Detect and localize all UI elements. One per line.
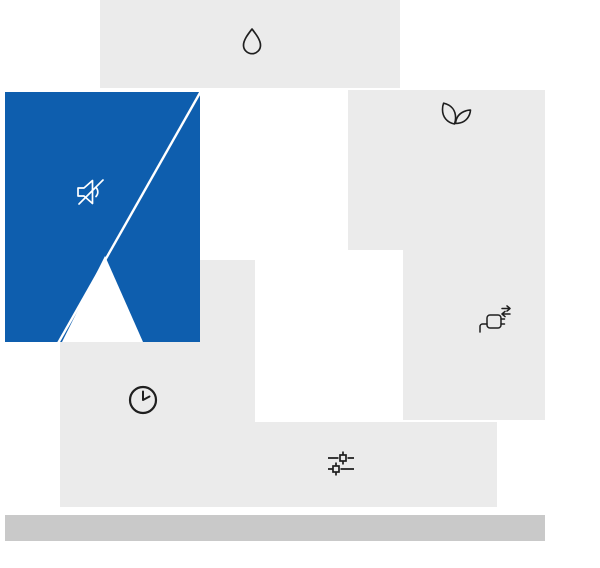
tile-water[interactable] — [100, 0, 400, 88]
bottom-bar — [5, 515, 545, 541]
water-drop-icon — [242, 28, 262, 55]
tile-mute[interactable] — [5, 92, 200, 342]
sliders-icon — [328, 451, 354, 476]
ribbon-fold-decoration — [57, 92, 200, 342]
plug-swap-icon — [479, 305, 511, 333]
speaker-muted-icon — [77, 179, 104, 205]
clock-icon — [128, 385, 158, 415]
leaf-icon — [441, 102, 472, 125]
tile-plug[interactable] — [403, 90, 545, 420]
